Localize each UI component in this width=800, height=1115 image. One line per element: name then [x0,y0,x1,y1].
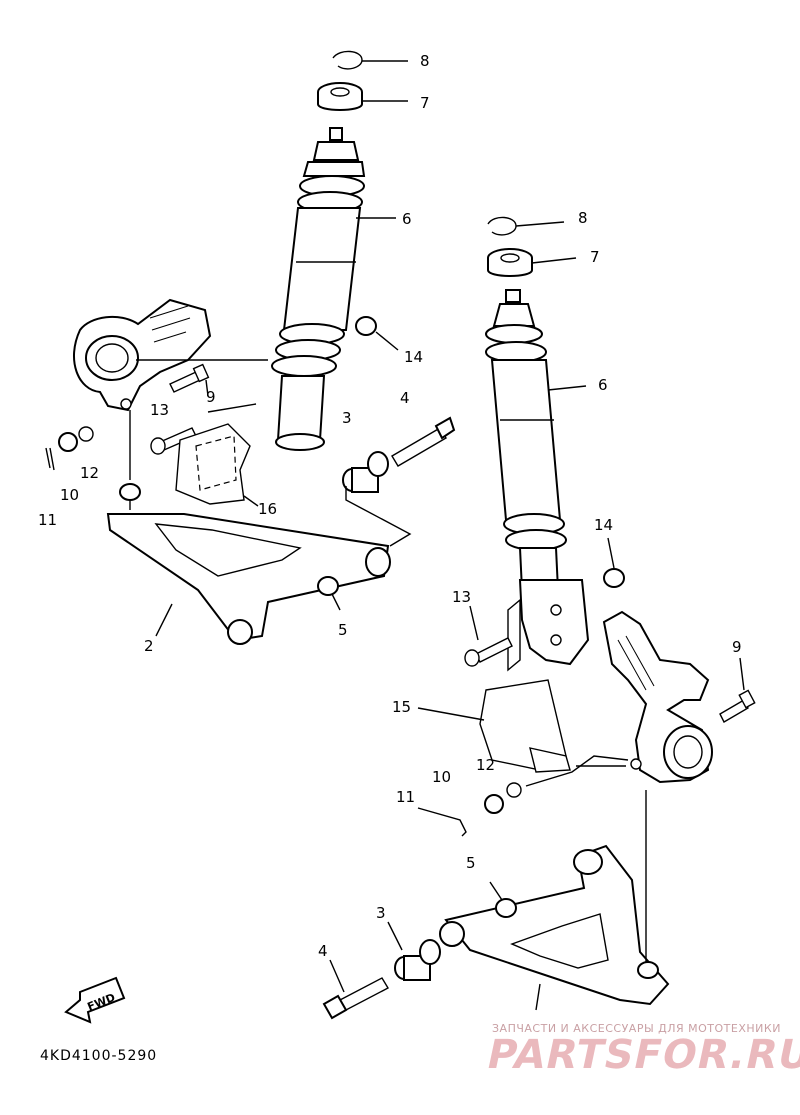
lower-arm-right [439,790,670,1011]
callout-6b: 6 [598,376,608,394]
callout-4b: 4 [318,942,328,960]
bolt-4-left [391,416,456,467]
callout-7a: 7 [420,94,430,112]
watermark-caption: ЗАПЧАСТИ И АКСЕССУАРЫ ДЛЯ МОТОТЕХНИКИ [492,1022,781,1035]
callout-14b: 14 [594,516,613,534]
shock-nut-left [317,82,408,111]
steering-knuckle-right [602,610,713,784]
callout-9b: 9 [732,638,742,656]
leader-lines-left [129,359,412,547]
guard-16-left [175,423,259,507]
callout-16: 16 [258,500,277,518]
callout-9a: 9 [206,388,216,406]
shock-absorber-right [485,289,587,591]
guard-15-right [417,679,571,773]
callout-3b: 3 [376,904,386,922]
watermark-brand: PARTSFOR.RU [483,1030,800,1077]
nut-5-left [317,576,341,611]
nut-14-left [355,316,399,351]
castle-nut-left [58,432,78,452]
callout-13a: 13 [150,401,169,419]
callout-10b: 10 [432,768,451,786]
diagram-part-number: 4KD4100-5290 [40,1048,157,1064]
callout-2: 2 [144,637,154,655]
nut-5-right [489,881,517,918]
leader-lines-right [525,755,629,787]
callout-11b: 11 [396,788,415,806]
callout-5b: 5 [466,854,476,872]
cotter-pin-right [417,807,467,837]
callout-6a: 6 [402,210,412,228]
callout-8b: 8 [578,209,588,227]
circlip-right [487,216,565,236]
bolt-9-right [719,657,756,723]
shock-absorber-left [271,127,396,451]
shock-nut-right [487,248,577,277]
callout-11a: 11 [38,511,57,529]
callout-8a: 8 [420,52,430,70]
upright-bracket-right [507,579,590,672]
bushing-3-right [387,921,441,981]
washer-right [506,782,522,798]
callout-15: 15 [392,698,411,716]
callout-7b: 7 [590,248,600,266]
bushing-3-left [342,451,389,493]
callout-3a: 3 [342,409,352,427]
bolt-9-left [169,363,210,397]
lower-arm-left [106,483,391,645]
bolt-4-right [322,959,389,1020]
forward-arrow-icon: FWD [64,976,126,1024]
callout-12a: 12 [80,464,99,482]
callout-10a: 10 [60,486,79,504]
nut-14-right [603,537,625,588]
callout-4a: 4 [400,389,410,407]
callout-14a: 14 [404,348,423,366]
castle-nut-right [484,794,504,814]
callout-5a: 5 [338,621,348,639]
bolt-13-right [464,605,513,667]
circlip-left [332,50,408,70]
callout-13b: 13 [452,588,471,606]
callout-12b: 12 [476,756,495,774]
washer-left [78,426,94,442]
cotter-pin-left [45,447,55,471]
steering-knuckle-left [72,298,212,412]
